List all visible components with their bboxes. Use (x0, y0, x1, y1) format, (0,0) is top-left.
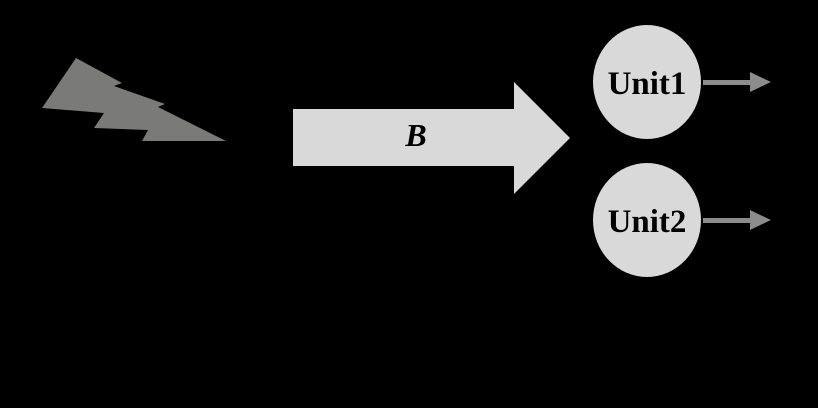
unit-2-label: Unit2 (608, 204, 687, 240)
unit-2-output-arrow-head (750, 210, 771, 230)
unit-1: Unit1 (593, 25, 771, 139)
unit-2: Unit2 (593, 163, 771, 277)
unit-2-output-arrow (703, 210, 771, 230)
unit-2-circle (593, 163, 701, 277)
field-arrow-label: B (404, 117, 426, 153)
field-arrow-shape (293, 82, 570, 194)
unit-1-output-arrow (703, 72, 771, 92)
field-arrow: B (293, 82, 570, 194)
unit-1-label: Unit1 (608, 66, 687, 102)
unit-1-output-arrow-shaft (703, 80, 753, 85)
unit-1-circle (593, 25, 701, 139)
lightning-bolt-icon (42, 58, 226, 141)
unit-1-output-arrow-head (750, 72, 771, 92)
unit-2-output-arrow-shaft (703, 218, 753, 223)
